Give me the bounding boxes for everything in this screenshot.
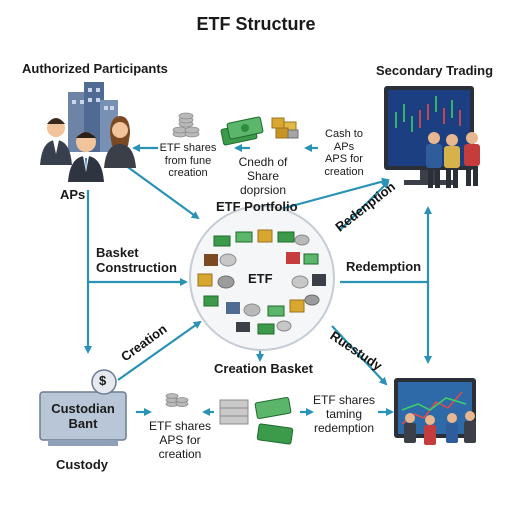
- etf-center-label: ETF: [246, 271, 275, 287]
- portfolio-assets: [197, 229, 326, 335]
- secondary-trading-screen: [384, 86, 480, 188]
- trading-desk-screen: [394, 378, 476, 445]
- arrow-to-secondary: [339, 180, 390, 231]
- creation-basket-heading: Creation Basket: [214, 361, 313, 376]
- custodian-bank-icon: [39, 369, 127, 446]
- authorized-participants-heading: Authorized Participants: [22, 61, 168, 76]
- dollar-coin-symbol: $: [99, 373, 107, 388]
- page-title: ETF Structure: [196, 14, 316, 34]
- arrow-ruestudy: [331, 325, 388, 386]
- redemption-label: Redemption: [346, 259, 422, 274]
- etf-shares-aps-creation-label: ETF shares APS for creation: [148, 419, 211, 461]
- secondary-trading-heading: Secondary Trading: [376, 63, 494, 78]
- custody-label: Custody: [56, 457, 108, 472]
- cash-to-aps-label: Cash to APs APS for creation: [324, 128, 364, 178]
- creation-basket-icons: [165, 393, 294, 445]
- gold-blocks-icon: [271, 117, 299, 139]
- custodian-bank-label: Custodian Bant: [51, 401, 115, 431]
- aps-label: APs: [60, 187, 86, 202]
- authorized-participants-icon: [40, 82, 136, 182]
- etf-shares-taming-label: ETF shares taming redemption: [312, 393, 375, 435]
- cash-bundle-icon: [220, 116, 264, 146]
- etf-shares-from-fune-label: ETF shares from fune creation: [159, 142, 217, 180]
- etf-portfolio-heading: ETF Portfolio: [216, 199, 298, 214]
- basket-construction-label: Basket Construction: [96, 245, 177, 275]
- arrow-creation: [117, 320, 202, 381]
- arrow-aps-to-portfolio: [117, 159, 200, 220]
- cnedh-share-label: Cnedh of Share doprsion: [238, 155, 288, 197]
- coins-stack-icon: [172, 112, 200, 138]
